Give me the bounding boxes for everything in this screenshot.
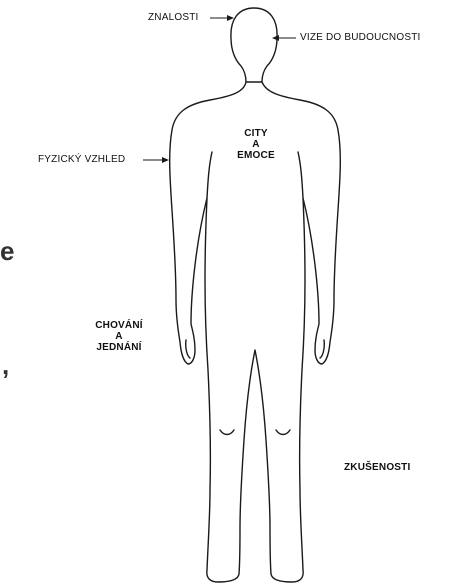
label-behavior-line3: JEDNÁNÍ	[84, 342, 154, 353]
label-feelings-line3: EMOCE	[226, 150, 286, 161]
label-experience: ZKUŠENOSTI	[344, 462, 410, 473]
left-arm-inner-line	[207, 152, 212, 198]
arrow-knowledge	[210, 15, 234, 21]
right-knee-detail	[276, 430, 290, 435]
label-appearance: FYZICKÝ VZHLED	[38, 154, 125, 165]
label-behavior: CHOVÁNÍ A JEDNÁNÍ	[84, 320, 154, 353]
label-feelings-line1: CITY	[226, 128, 286, 139]
label-knowledge: ZNALOSTI	[148, 12, 199, 23]
label-behavior-line2: A	[84, 331, 154, 342]
right-hand-detail	[320, 340, 324, 358]
label-vision: VIZE DO BUDOUCNOSTI	[300, 32, 420, 43]
label-feelings: CITY A EMOCE	[226, 128, 286, 161]
left-hand-detail	[186, 340, 190, 358]
arrow-appearance	[143, 157, 169, 163]
right-arm-inner-line	[298, 152, 303, 198]
label-behavior-line1: CHOVÁNÍ	[84, 320, 154, 331]
head-outline	[231, 8, 277, 82]
left-knee-detail	[220, 430, 234, 435]
edge-comma-fragment: ,	[2, 352, 9, 378]
arrow-vision	[272, 35, 296, 41]
edge-letter-fragment: e	[0, 238, 14, 264]
label-feelings-line2: A	[226, 139, 286, 150]
